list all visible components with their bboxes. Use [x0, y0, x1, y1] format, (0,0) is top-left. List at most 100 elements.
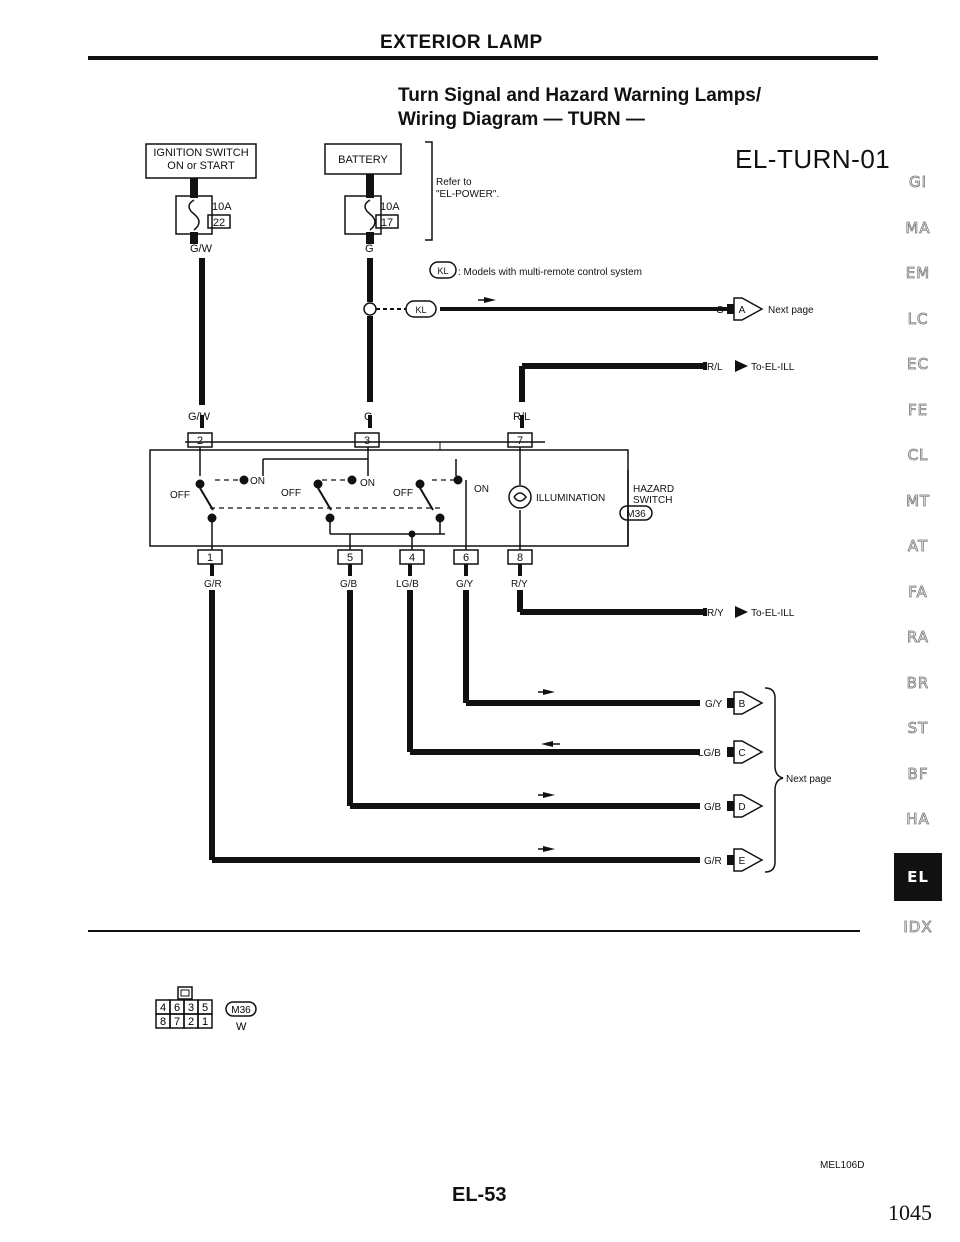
battery-box [324, 143, 402, 175]
wire-label-gr-bot: G/R [204, 579, 222, 590]
connector-pin-number: 3 [188, 1002, 194, 1014]
ignition-fuse-link [188, 199, 200, 231]
section-tab-mt: MT [905, 491, 931, 510]
section-tab-br: BR [906, 673, 930, 692]
kl-note-text: : Models with multi-remote control syste… [458, 267, 642, 278]
battery-fuse-link [364, 199, 376, 231]
wire-label-gb-bot: G/B [340, 579, 358, 590]
switch-1-off: OFF [170, 490, 190, 501]
footer-rule [88, 930, 860, 932]
connector-pin-number: 1 [202, 1016, 208, 1028]
m36-badge [619, 505, 653, 521]
wire-label-gy-bot: G/Y [456, 579, 474, 590]
refer-note-line-2: "EL-POWER". [436, 189, 499, 200]
refer-bracket [425, 141, 433, 241]
connector-d-letter: D [738, 802, 745, 813]
wire-label-ry-out: R/Y [707, 608, 724, 619]
terminal-8-number: 8 [517, 552, 523, 564]
connector-b-letter: B [739, 699, 746, 710]
ignition-switch-condition: ON or START [167, 160, 235, 172]
section-tab-fa: FA [908, 582, 928, 601]
section-tab-bf: BF [907, 764, 929, 783]
connector-pin-number: 5 [202, 1002, 208, 1014]
section-tab-idx: IDX [903, 917, 933, 936]
battery-fuse-amp: 10A [380, 201, 400, 213]
connector-b [733, 691, 764, 715]
switch-2-on: ON [360, 478, 375, 489]
illumination-lamp-icon [508, 485, 532, 509]
ignition-fuse [175, 195, 213, 235]
terminal-7-number: 7 [517, 435, 523, 447]
subtitle-line-1: Turn Signal and Hazard Warning Lamps/ [398, 85, 762, 106]
page-header-title: EXTERIOR LAMP [380, 32, 543, 53]
next-page-group: Next page [786, 774, 832, 785]
ignition-fuse-amp: 10A [212, 201, 232, 213]
page-number: 1045 [888, 1200, 932, 1225]
wire-label-gw-mid: G/W [188, 411, 211, 423]
wire-label-lgb-out: LG/B [698, 748, 721, 759]
kl-badge-text-legend: KL [437, 266, 448, 276]
next-page-brace [764, 687, 784, 873]
section-tab-ec: EC [907, 355, 929, 374]
connector-view-ref: M36 [231, 1005, 251, 1016]
section-tab-at: AT [907, 537, 929, 556]
kl-badge-text-wire: KL [415, 305, 426, 315]
switch-1-on: ON [250, 476, 265, 487]
section-tab-cl: CL [907, 446, 929, 465]
diagram-subtitle: Turn Signal and Hazard Warning Lamps/ Wi… [398, 84, 761, 132]
subtitle-line-2: Wiring Diagram — TURN — [398, 109, 645, 130]
wire-label-g-out: G [716, 305, 724, 316]
to-el-ill-bottom: To-EL-ILL [751, 608, 795, 619]
connector-a [733, 297, 764, 321]
wire-label-gy-out: G/Y [705, 699, 723, 710]
wire-label-rl-mid: R/L [513, 411, 530, 423]
connector-c [733, 740, 764, 764]
connector-pin-number: 2 [188, 1016, 194, 1028]
connector-view-color: W [236, 1021, 247, 1033]
section-tab-fe: FE [907, 400, 929, 419]
terminal-2-number: 2 [197, 435, 203, 447]
connector-e-letter: E [739, 856, 746, 867]
section-tab-ra: RA [906, 628, 930, 647]
refer-note-line-1: Refer to [436, 177, 472, 188]
terminal-3-number: 3 [364, 435, 370, 447]
wire-label-g-top: G [365, 243, 374, 255]
wire-label-ry-bot: R/Y [511, 579, 528, 590]
switch-3-on: ON [474, 484, 489, 495]
connector-c-letter: C [738, 748, 745, 759]
connector-pin-cell [197, 1013, 213, 1029]
wire-label-lgb-bot: LG/B [396, 579, 419, 590]
connector-pin-number: 6 [174, 1002, 180, 1014]
ignition-switch-box [145, 143, 257, 179]
kl-badge-wire [405, 300, 437, 318]
wire-label-gw-top: G/W [190, 243, 213, 255]
hazard-switch-label-1: HAZARD [633, 484, 674, 495]
hazard-switch-label-2: SWITCH [633, 495, 672, 506]
section-tab-ha: HA [906, 810, 930, 829]
section-tab-lc: LC [907, 309, 929, 328]
switch-3-off: OFF [393, 488, 413, 499]
ignition-fuse-number: 22 [213, 217, 225, 229]
wire-label-gb-out: G/B [704, 802, 722, 813]
section-tab-ma: MA [905, 218, 931, 237]
terminal-4-number: 4 [409, 552, 415, 564]
connector-a-letter: A [739, 305, 746, 316]
connector-pin-number: 7 [174, 1016, 180, 1028]
illumination-label: ILLUMINATION [536, 493, 605, 504]
kl-badge-legend [429, 261, 457, 279]
wire-label-gr-out: G/R [704, 856, 722, 867]
header-rule [88, 56, 878, 60]
section-tab-gi: GI [908, 173, 928, 192]
next-page-a: Next page [768, 305, 814, 316]
section-tab-em: EM [905, 264, 931, 283]
page-label: EL-53 [452, 1184, 507, 1206]
terminal-1-number: 1 [207, 552, 213, 564]
switch-2-off: OFF [281, 488, 301, 499]
battery-fuse-number: 17 [381, 217, 393, 229]
connector-e [733, 848, 764, 872]
terminal-5-number: 5 [347, 552, 353, 564]
section-tab-el: EL [894, 852, 942, 901]
hazard-switch-ref: M36 [626, 509, 646, 520]
